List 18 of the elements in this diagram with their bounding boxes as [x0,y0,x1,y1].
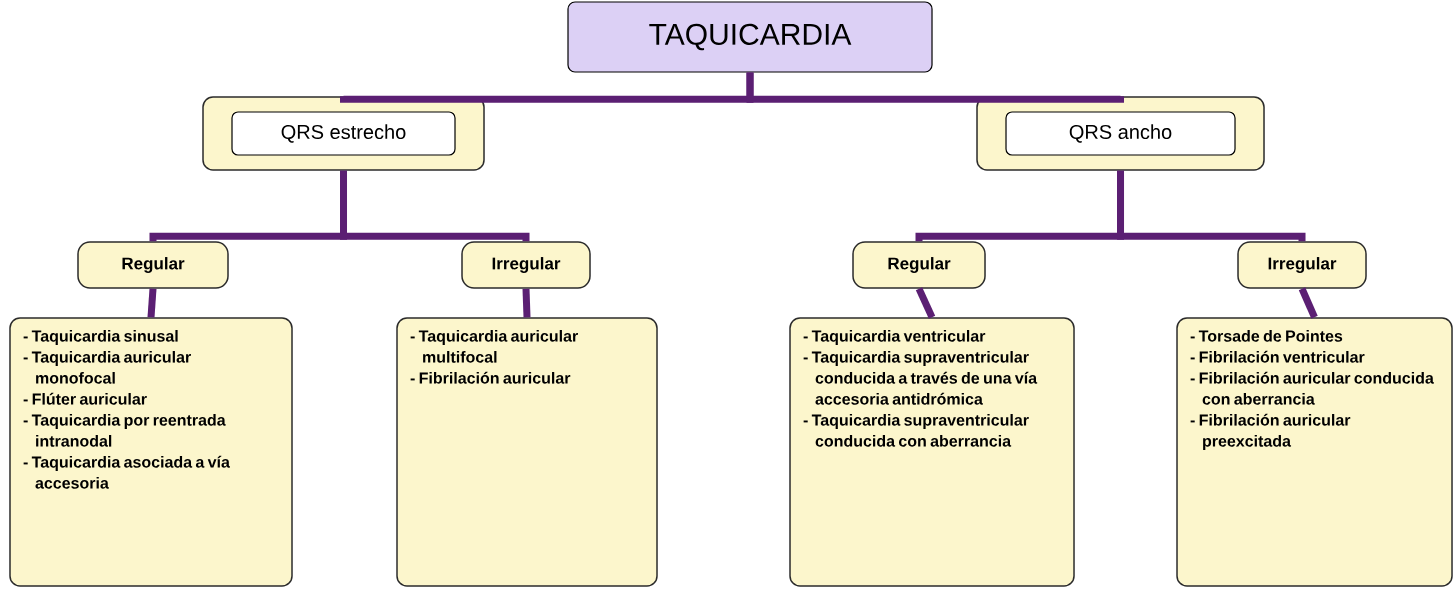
list-box: - Torsade de Pointes - Fibrilación ventricular - Fibrilación auricular conducida con aberrancia - Fibrilación auricular preexcitada [1176,317,1453,587]
connector-line [340,170,530,242]
connector-line [147,288,157,318]
list-box: - Taquicardia auricular multifocal - Fibrilación auricular [396,317,658,587]
rhythm-box: Regular [77,241,229,289]
connector-line [746,72,1124,103]
category-box: QRS ancho [976,96,1265,171]
rhythm-box: Regular [852,241,986,289]
title-box: TAQUICARDIA [567,1,933,73]
connector-line [915,287,936,319]
connector-line [522,288,531,318]
category-box: QRS estrecho [202,96,485,171]
list-box: - Taquicardia sinusal - Taquicardia auricular monofocal - Flúter auricular - Taquicardia por reentrada intranodal - Taquicardia asociada a vía accesoria [9,317,293,587]
rhythm-box: Irregular [1237,241,1367,289]
connector-line [1117,170,1306,242]
connector-line [1298,287,1318,319]
rhythm-box: Irregular [461,241,591,289]
list-box: - Taquicardia ventricular - Taquicardia supraventricular conducida a través de una vía accesoria antidrómica - Taquicardia supraventricular conducida con aberrancia [789,317,1075,587]
